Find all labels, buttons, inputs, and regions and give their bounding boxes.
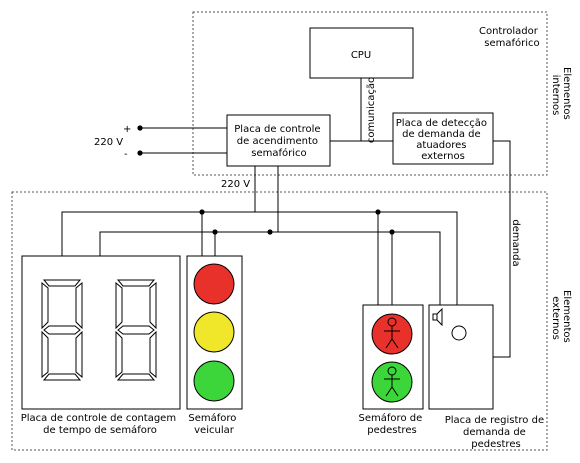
pedestrian-light-label: Semáforo de pedestres bbox=[359, 412, 426, 436]
junction-dot bbox=[267, 229, 273, 235]
junction-dot bbox=[212, 229, 218, 235]
junction-dot bbox=[199, 209, 205, 215]
power-minus-label: - bbox=[124, 149, 128, 160]
pedestrian-demand-board-label: Placa de registro de demanda de pedestre… bbox=[445, 415, 548, 450]
walking-pedestrian-icon bbox=[384, 366, 400, 397]
vehicle-yellow-lamp bbox=[193, 311, 235, 353]
demand-line bbox=[493, 140, 511, 358]
countdown-display bbox=[41, 279, 157, 381]
push-button-icon bbox=[451, 325, 467, 341]
junction-dot bbox=[375, 209, 381, 215]
cpu-label: CPU bbox=[351, 50, 371, 61]
internal-elements-region bbox=[192, 11, 548, 176]
controller-label: Controlador semafórico bbox=[479, 26, 541, 49]
external-elements-label: Elementos externos bbox=[550, 290, 572, 346]
control-board-label: Placa de controle de acendimento semafór… bbox=[234, 124, 323, 159]
speaker-icon bbox=[432, 307, 443, 327]
seven-segment-digit-1 bbox=[41, 279, 83, 381]
bus-wire-b bbox=[99, 166, 279, 256]
vehicle-green-lamp bbox=[193, 360, 235, 402]
power-minus-terminal bbox=[137, 150, 143, 156]
internal-elements-label: Elementos internos bbox=[550, 67, 572, 123]
control-board-box bbox=[226, 114, 331, 167]
detection-board-label: Placa de detecção de demanda de atuadore… bbox=[396, 118, 490, 162]
power-voltage-label: 220 V bbox=[94, 137, 123, 148]
vehicle-light-label: Semáforo veicular bbox=[188, 412, 239, 436]
pedestrian-demand-board-box bbox=[428, 304, 494, 410]
countdown-board-label: Placa de controle de contagem de tempo d… bbox=[21, 413, 180, 436]
bus-wire-b-right bbox=[278, 231, 441, 305]
detection-board-box bbox=[392, 112, 494, 165]
power-plus-label: + bbox=[123, 124, 131, 135]
junction-dot bbox=[389, 229, 395, 235]
power-plus-terminal bbox=[137, 125, 143, 131]
output-voltage-label: 220 V bbox=[221, 179, 250, 190]
demand-label: demanda bbox=[510, 219, 521, 266]
seven-segment-digit-2 bbox=[115, 279, 157, 381]
cpu-box bbox=[309, 27, 414, 79]
communication-label: comunicação bbox=[366, 77, 377, 143]
bus-wire-a bbox=[61, 166, 256, 256]
vehicle-red-lamp bbox=[193, 263, 235, 305]
external-elements-region bbox=[11, 191, 548, 451]
countdown-board-box bbox=[21, 255, 181, 410]
standing-pedestrian-icon bbox=[384, 317, 400, 349]
bus-wire-a-right bbox=[202, 211, 458, 305]
